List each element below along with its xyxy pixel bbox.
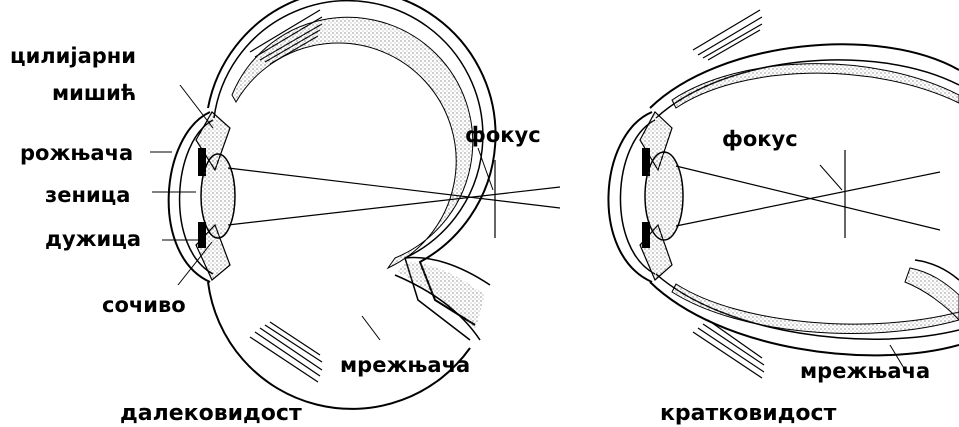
retina-label-right: мрежњача bbox=[800, 359, 930, 383]
ciliary-muscle-label-line1: цилијарни bbox=[10, 44, 136, 68]
focus-label-right: фокус bbox=[722, 127, 798, 151]
farsighted-caption: далековидост bbox=[120, 401, 302, 426]
eye-muscle-bottom bbox=[250, 322, 322, 382]
retina-band bbox=[232, 17, 473, 268]
cornea-label: рожњача bbox=[20, 141, 133, 165]
sclera-bottom bbox=[208, 282, 470, 409]
retina-band-right bbox=[672, 64, 959, 108]
retina-label-left: мрежњача bbox=[340, 353, 470, 377]
eye-muscle-top-right bbox=[693, 10, 762, 60]
nearsighted-eye: фокус мрежњача кратковидост bbox=[608, 10, 959, 426]
ciliary-muscle-label-line2: мишић bbox=[52, 81, 136, 105]
sclera-bottom-right bbox=[650, 282, 959, 355]
lens-right bbox=[645, 152, 683, 240]
lens-label: сочиво bbox=[102, 293, 186, 317]
nearsighted-caption: кратковидост bbox=[660, 401, 837, 426]
iris-label: дужица bbox=[45, 227, 141, 251]
farsighted-eye: цилијарни мишић рожњача зеница дужица со… bbox=[10, 0, 560, 426]
sclera-outer-right bbox=[650, 44, 959, 108]
pupil-label: зеница bbox=[45, 183, 130, 207]
focus-label-left: фокус bbox=[465, 123, 541, 147]
optic-nerve bbox=[395, 257, 490, 340]
iris-bottom-right bbox=[642, 222, 650, 248]
lens bbox=[201, 154, 235, 238]
iris-bottom bbox=[198, 222, 206, 248]
